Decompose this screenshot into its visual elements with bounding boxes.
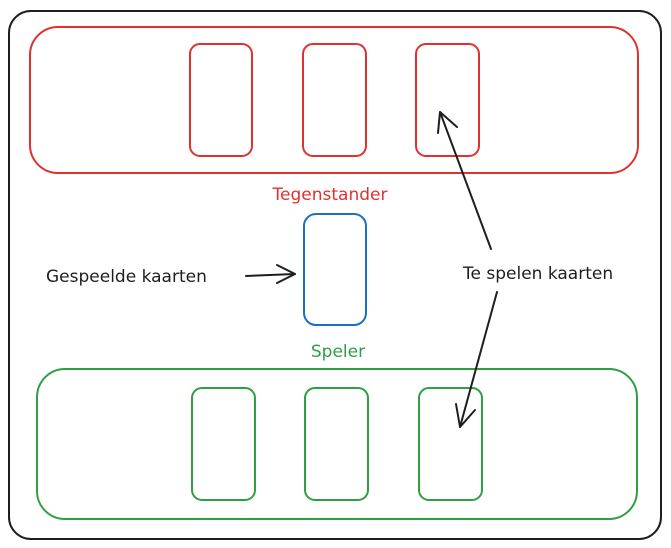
opponent-zone <box>29 26 639 174</box>
cards-to-play-label: Te spelen kaarten <box>462 264 613 284</box>
cards-to-play-arrow-down <box>455 291 498 428</box>
player-label: Speler <box>311 342 365 362</box>
played-card <box>303 213 367 326</box>
opponent-card-2 <box>302 43 367 157</box>
player-card-2 <box>304 387 369 501</box>
player-card-1 <box>191 387 256 501</box>
player-zone-border <box>36 368 638 520</box>
cards-to-play-arrow-up <box>437 111 492 250</box>
opponent-label: Tegenstander <box>272 185 388 205</box>
opponent-card-3 <box>415 43 480 157</box>
board-frame <box>8 10 662 540</box>
played-cards-label: Gespeelde kaarten <box>46 267 207 287</box>
played-cards-arrow <box>245 264 296 284</box>
player-zone <box>36 368 638 520</box>
player-card-3 <box>418 387 483 501</box>
opponent-zone-border <box>29 26 639 174</box>
opponent-card-1 <box>189 43 253 157</box>
